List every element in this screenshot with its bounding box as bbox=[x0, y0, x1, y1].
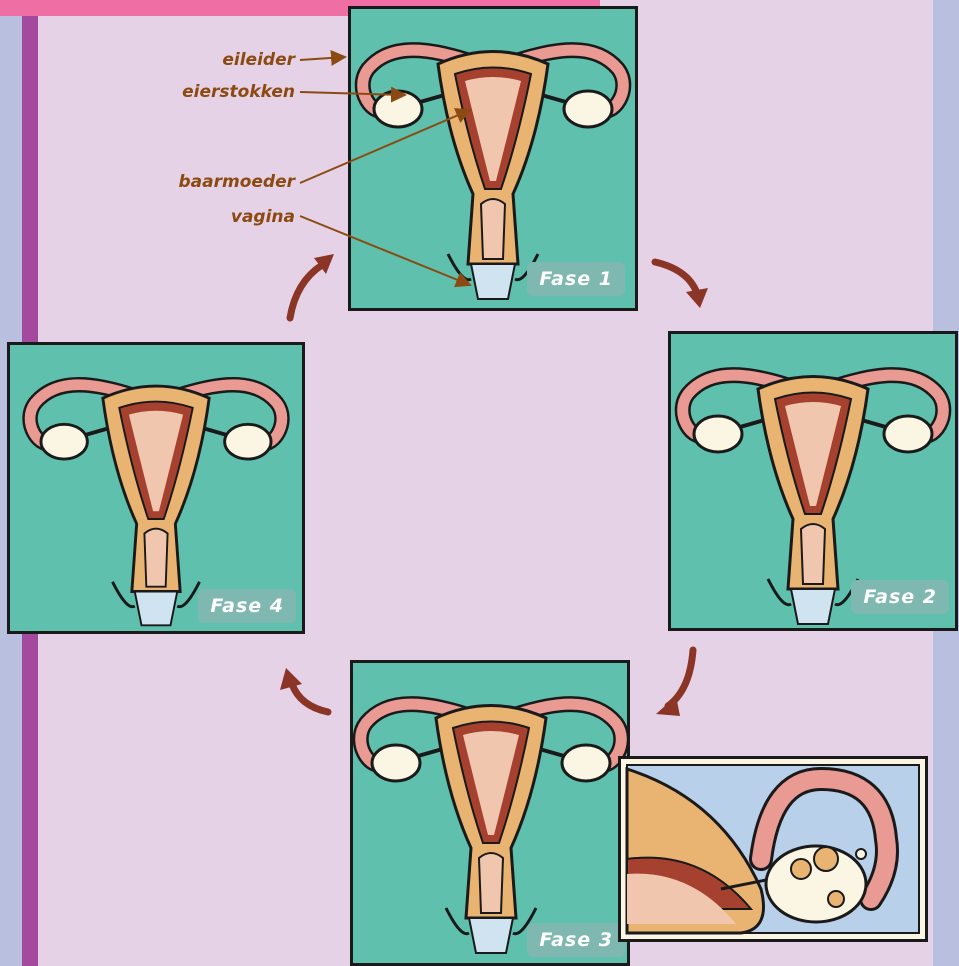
phase-1-label: Fase 1 bbox=[527, 262, 625, 296]
ovary-closeup-inset bbox=[618, 756, 928, 942]
phase-2-panel: Fase 2 bbox=[668, 331, 958, 631]
label-vagina: vagina bbox=[170, 207, 295, 227]
phase-3-label: Fase 3 bbox=[527, 923, 625, 957]
phase-4-panel: Fase 4 bbox=[7, 342, 305, 634]
phase-2-label: Fase 2 bbox=[851, 580, 949, 614]
label-eierstokken: eierstokken bbox=[150, 82, 295, 102]
uterus-illustration bbox=[353, 663, 627, 963]
label-eileider: eileider bbox=[170, 50, 295, 70]
phase-4-label: Fase 4 bbox=[198, 589, 296, 623]
label-baarmoeder: baarmoeder bbox=[150, 172, 295, 192]
phase-3-panel: Fase 3 bbox=[350, 660, 630, 966]
ovary-closeup-illustration bbox=[621, 759, 925, 939]
phase-1-panel: Fase 1 bbox=[348, 6, 638, 311]
